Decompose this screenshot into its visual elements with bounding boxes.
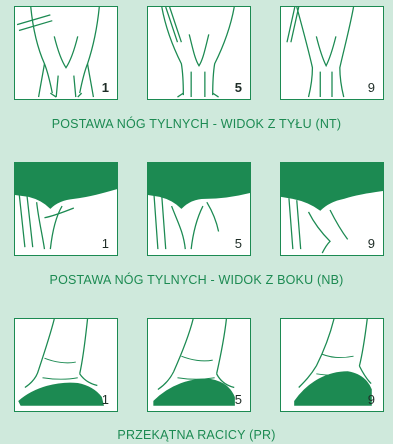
- hoof-angle-caption: PRZEKĄTNA RACICY (PR): [0, 428, 393, 442]
- score-label: 9: [368, 237, 375, 250]
- rear-view-caption: POSTAWA NÓG TYLNYCH - WIDOK Z TYŁU (NT): [0, 117, 393, 131]
- score-label: 9: [368, 393, 375, 406]
- score-label: 5: [235, 81, 242, 94]
- score-label: 5: [235, 393, 242, 406]
- side-view-caption: POSTAWA NÓG TYLNYCH - WIDOK Z BOKU (NB): [0, 273, 393, 287]
- score-label: 5: [235, 237, 242, 250]
- rear-view-panel-5: 5: [147, 6, 251, 100]
- hoof-panel-9: 9: [280, 318, 384, 412]
- score-label: 1: [102, 81, 109, 94]
- score-label: 9: [368, 81, 375, 94]
- hoof-panel-1: 1: [14, 318, 118, 412]
- hoof-panel-5: 5: [147, 318, 251, 412]
- side-view-panel-9: 9: [280, 162, 384, 256]
- score-label: 1: [102, 393, 109, 406]
- side-view-panel-5: 5: [147, 162, 251, 256]
- rear-view-panel-1: 1: [14, 6, 118, 100]
- side-view-panel-1: 1: [14, 162, 118, 256]
- score-label: 1: [102, 237, 109, 250]
- rear-view-panel-9: 9: [280, 6, 384, 100]
